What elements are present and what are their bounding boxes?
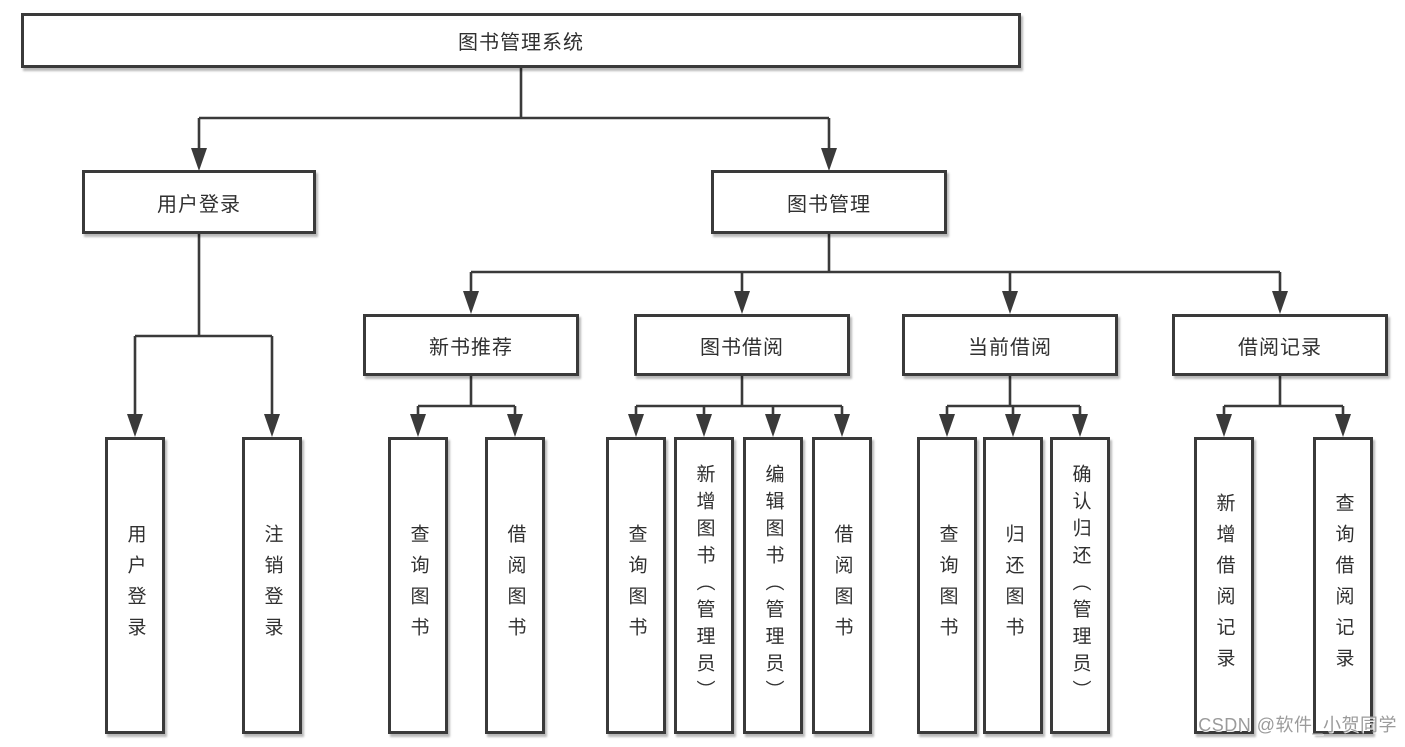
node-label: 用户登录: [124, 523, 146, 648]
leaf-confirm-return-admin: 确认归还（管理员）: [1050, 437, 1110, 734]
node-label: 查询图书: [625, 523, 647, 648]
node-label: 查询图书: [407, 523, 429, 648]
node-label: 图书借阅: [700, 336, 784, 359]
node-current-borrowing: 当前借阅: [902, 314, 1118, 376]
leaf-borrow-books: 借阅图书: [812, 437, 872, 734]
node-label: 借阅图书: [504, 523, 526, 648]
node-label: 新增图书（管理员）: [693, 464, 715, 707]
node-label: 注销登录: [261, 523, 283, 648]
leaf-add-borrow-record: 新增借阅记录: [1194, 437, 1254, 734]
node-borrowing-records: 借阅记录: [1172, 314, 1388, 376]
node-library-management-system: 图书管理系统: [21, 13, 1021, 68]
leaf-user-login: 用户登录: [105, 437, 165, 734]
node-label: 用户登录: [157, 193, 241, 216]
node-label: 借阅记录: [1238, 336, 1322, 359]
node-label: 新增借阅记录: [1213, 492, 1235, 679]
csdn-watermark: CSDN @软件_小贺同学: [1198, 715, 1397, 735]
node-label: 借阅图书: [831, 523, 853, 648]
node-label: 查询借阅记录: [1332, 492, 1354, 679]
leaf-query-borrow-record: 查询借阅记录: [1313, 437, 1373, 734]
leaf-query-books-current: 查询图书: [917, 437, 977, 734]
leaf-query-books-recommend: 查询图书: [388, 437, 448, 734]
leaf-logout: 注销登录: [242, 437, 302, 734]
node-user-login: 用户登录: [82, 170, 316, 234]
node-label: 新书推荐: [429, 336, 513, 359]
leaf-borrow-books-recommend: 借阅图书: [485, 437, 545, 734]
node-label: 图书管理系统: [458, 32, 584, 54]
node-label: 查询图书: [936, 523, 958, 648]
node-book-borrowing: 图书借阅: [634, 314, 850, 376]
leaf-add-book-admin: 新增图书（管理员）: [674, 437, 734, 734]
node-label: 确认归还（管理员）: [1069, 464, 1091, 707]
node-label: 图书管理: [787, 193, 871, 216]
node-label: 归还图书: [1002, 523, 1024, 648]
leaf-edit-book-admin: 编辑图书（管理员）: [743, 437, 803, 734]
node-label: 编辑图书（管理员）: [762, 464, 784, 707]
node-new-book-recommendation: 新书推荐: [363, 314, 579, 376]
node-label: 当前借阅: [968, 336, 1052, 359]
leaf-query-books-borrowing: 查询图书: [606, 437, 666, 734]
arrowheads: [127, 148, 1351, 437]
leaf-return-books: 归还图书: [983, 437, 1043, 734]
node-book-management: 图书管理: [711, 170, 947, 234]
